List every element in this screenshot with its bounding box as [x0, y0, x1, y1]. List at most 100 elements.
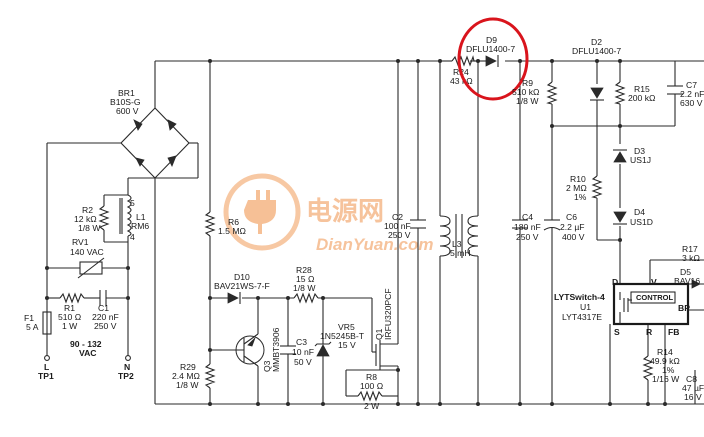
r15-ref: R15 — [634, 84, 650, 94]
r6-value: 1.5 MΩ — [218, 226, 246, 236]
c2-value: 100 nF — [384, 221, 411, 231]
r6-ref: R6 — [228, 217, 239, 227]
q3-ref: Q3 — [262, 360, 272, 372]
r28-ref: R28 — [296, 265, 312, 275]
l1-ref: L1 — [136, 212, 146, 222]
d5-ref: D5 — [680, 267, 691, 277]
d9-ref: D9 — [486, 35, 497, 45]
q1-mosfet: Q1 IRFU320PCF — [372, 288, 393, 366]
d10-diode: D10 BAV21WS-7-F — [214, 272, 270, 304]
r15-value: 200 kΩ — [628, 93, 656, 103]
c1-voltage: 250 V — [94, 321, 117, 331]
u1-block: CONTROL — [636, 293, 673, 302]
bridge-br1: BR1 B10S-G 600 V — [110, 88, 190, 179]
junctions — [45, 59, 667, 406]
c1-value: 220 nF — [92, 312, 119, 322]
r8-value: 100 Ω — [360, 381, 384, 391]
highlight-circle — [457, 17, 529, 101]
c8-capacitor: C8 47 µF 16 V — [682, 374, 704, 402]
q3-part: MMBT3906 — [271, 327, 281, 372]
r10-tol: 1% — [574, 192, 587, 202]
f1-rating: 5 A — [26, 322, 39, 332]
r9-ref: R9 — [522, 78, 533, 88]
d9-part: DFLU1400-7 — [466, 44, 515, 54]
c2-ref: C2 — [392, 212, 403, 222]
d10-part: BAV21WS-7-F — [214, 281, 270, 291]
r14-resistor: R14 49.9 kΩ 1% 1/16 W — [642, 347, 680, 384]
input-unit: VAC — [79, 348, 97, 358]
r15-resistor: R15 200 kΩ — [614, 81, 656, 105]
r2-value: 12 kΩ — [74, 214, 97, 224]
r1-power: 1 W — [62, 321, 78, 331]
r29-value: 2.4 MΩ — [172, 371, 200, 381]
r14-power: 1/16 W — [652, 374, 680, 384]
u1-family: LYTSwitch-4 — [554, 292, 605, 302]
c3-ref: C3 — [296, 337, 307, 347]
u1-ref: U1 — [580, 302, 591, 312]
r29-ref: R29 — [180, 362, 196, 372]
c1-ref: C1 — [98, 303, 109, 313]
l3-value: 5 mH — [450, 248, 471, 258]
d3-part: US1J — [630, 155, 651, 165]
c4-ref: C4 — [522, 212, 533, 222]
rv1-rating: 140 VAC — [70, 247, 104, 257]
u1-pin-s: S — [614, 327, 620, 337]
u1-pin-r: R — [646, 327, 653, 337]
f1-ref: F1 — [24, 313, 34, 323]
d2-ref: D2 — [591, 37, 602, 47]
plug-icon — [244, 190, 276, 234]
br1-ref: BR1 — [118, 88, 135, 98]
r17-value: 3 kΩ — [682, 253, 700, 263]
l1-pin-bot: 4 — [130, 232, 135, 242]
d5-part: BAV16 — [674, 276, 700, 286]
watermark-en: DianYuan.com — [316, 235, 433, 254]
r14-tol: 1% — [662, 365, 675, 375]
r1-value: 510 Ω — [58, 312, 82, 322]
l3-inductor: L3 5 mH — [439, 214, 479, 258]
u1-pin-fb: FB — [668, 327, 679, 337]
r8-ref: R8 — [366, 372, 377, 382]
br1-rating: 600 V — [116, 106, 139, 116]
c7-voltage: 630 V — [680, 98, 703, 108]
r6-resistor: R6 1.5 MΩ — [204, 211, 246, 237]
q1-ref: Q1 — [374, 328, 384, 340]
r8-power: 2 W — [364, 401, 380, 411]
c4-value: 180 nF — [514, 222, 541, 232]
input-terminals: 90 - 132 VAC L TP1 N TP2 — [38, 339, 134, 381]
br1-part: B10S-G — [110, 97, 141, 107]
d2-part: DFLU1400-7 — [572, 46, 621, 56]
d5-diode: D5 BAV16 — [674, 267, 701, 289]
vr5-zener: VR5 1N5245B-T 15 V — [314, 322, 365, 357]
r28-power: 1/8 W — [293, 283, 316, 293]
d10-ref: D10 — [234, 272, 250, 282]
r10-ref: R10 — [570, 174, 586, 184]
r17-resistor: R17 3 kΩ — [682, 244, 700, 263]
q3-transistor: Q3 MMBT3906 — [235, 327, 281, 372]
vr5-ref: VR5 — [338, 322, 355, 332]
r2-resistor: R2 12 kΩ 1/8 W — [74, 205, 110, 233]
c3-value: 10 nF — [292, 347, 314, 357]
r14-ref: R14 — [657, 347, 673, 357]
c1-capacitor: C1 220 nF 250 V — [92, 290, 119, 331]
c3-capacitor: C3 10 nF 50 V — [280, 337, 314, 367]
r28-resistor: R28 15 Ω 1/8 W — [293, 265, 319, 304]
c4-capacitor: C4 180 nF 250 V — [512, 212, 541, 242]
c2-capacitor: C2 100 nF 250 V — [384, 212, 426, 240]
d4-ref: D4 — [634, 207, 645, 217]
r1-ref: R1 — [64, 303, 75, 313]
r9-resistor: R9 510 kΩ 1/8 W — [512, 78, 558, 106]
l1-pin-top: 5 — [130, 198, 135, 208]
d2-diode: D2 DFLU1400-7 — [572, 37, 621, 101]
u1-ic: CONTROL D V BP S R FB LYTSwitch-4 U1 LYT… — [554, 277, 690, 337]
r10-value: 2 MΩ — [566, 183, 587, 193]
c8-value: 47 µF — [682, 383, 704, 393]
tp2-pin: N — [124, 362, 130, 372]
u1-part: LYT4317E — [562, 312, 602, 322]
r29-power: 1/8 W — [176, 380, 199, 390]
c6-capacitor: C6 2.2 µF 400 V — [543, 212, 585, 242]
c7-ref: C7 — [686, 80, 697, 90]
vr5-voltage: 15 V — [338, 340, 356, 350]
vr5-part: 1N5245B-T — [320, 331, 365, 341]
